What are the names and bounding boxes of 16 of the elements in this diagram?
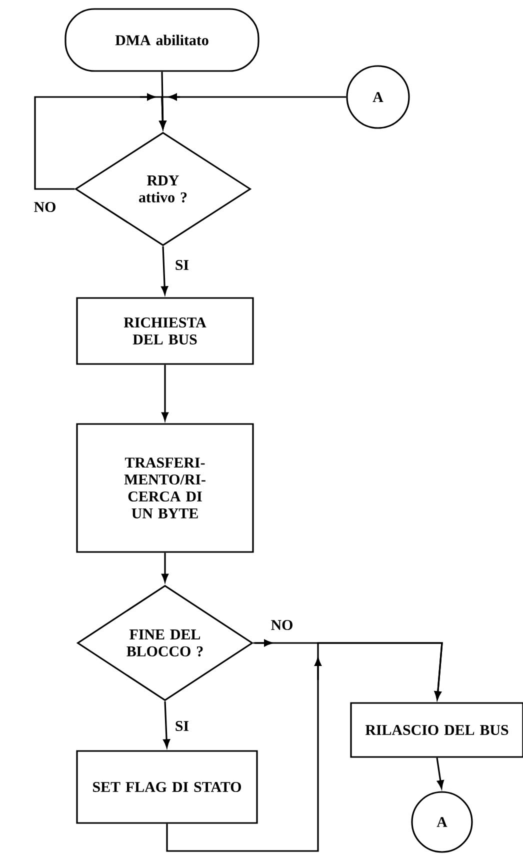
terminal-box: DMA abilitato — [64, 8, 260, 72]
edge-label: NO — [32, 201, 58, 214]
arrow — [436, 758, 444, 789]
arrow — [162, 552, 168, 582]
process-box: RILASCIO DEL BUS — [350, 702, 523, 758]
edge-label: SI — [174, 258, 190, 272]
arrow — [163, 701, 170, 748]
process-box: TRASFERI- MENTO/RI- CERCA DI UN BYTE — [76, 423, 254, 553]
arrow — [166, 642, 443, 852]
process-box: SET FLAG DI STATO — [76, 750, 258, 824]
edge-label: SI — [174, 720, 190, 732]
edge-label: NO — [270, 618, 294, 632]
arrow — [161, 246, 168, 295]
arrow — [34, 94, 166, 190]
arrow — [162, 364, 168, 421]
process-box: RICHIESTA DEL BUS — [76, 297, 254, 365]
